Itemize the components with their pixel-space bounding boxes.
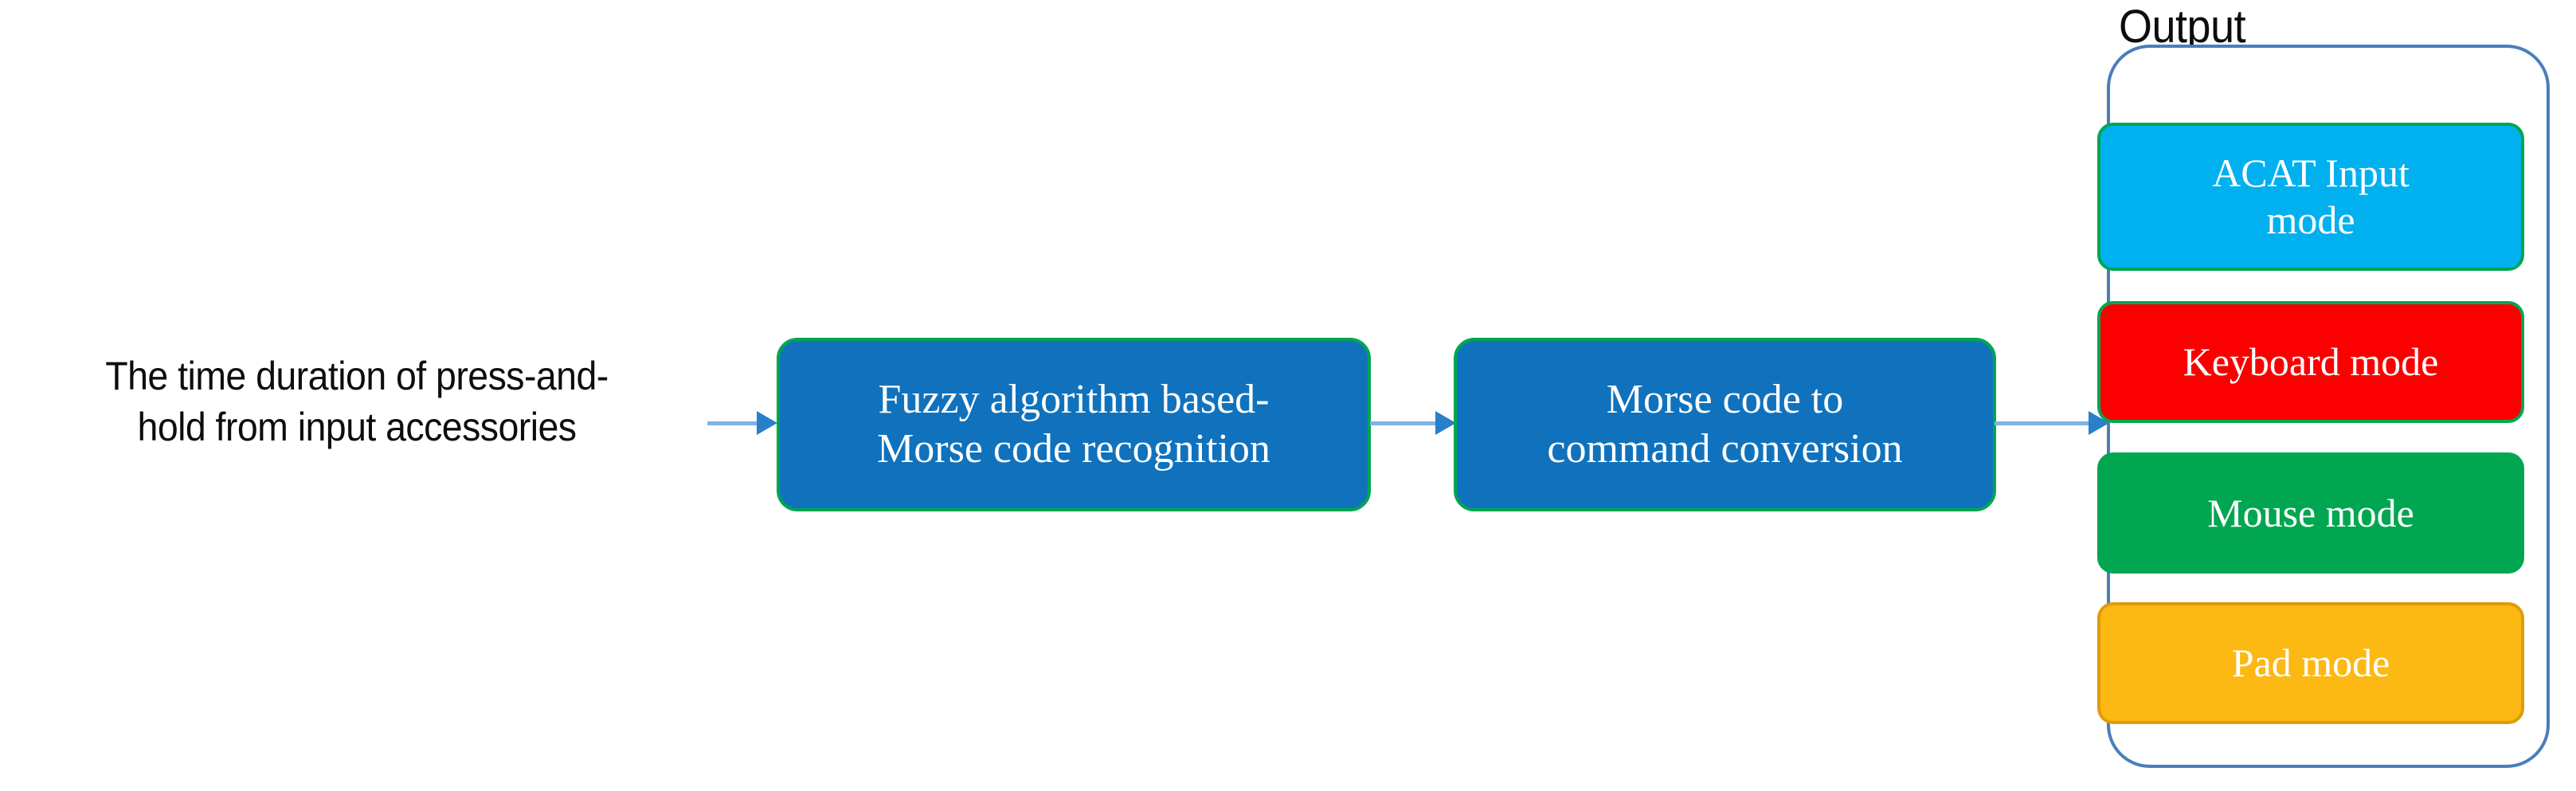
process-box-fuzzy-algorithm: Fuzzy algorithm based- Morse code recogn…	[777, 338, 1371, 511]
input-description-label: The time duration of press-and- hold fro…	[105, 354, 609, 449]
arrow-head-icon	[1435, 411, 1456, 435]
arrow-shaft	[707, 421, 758, 425]
arrow-input-to-step1	[707, 411, 779, 435]
arrow-shaft	[1370, 421, 1437, 425]
output-mode-keyboard: Keyboard mode	[2097, 301, 2524, 423]
process-box-command-conversion: Morse code to command conversion	[1454, 338, 1996, 511]
output-mode-mouse: Mouse mode	[2097, 452, 2524, 574]
arrow-head-icon	[757, 411, 777, 435]
output-mode-acat-input: ACAT Input mode	[2097, 123, 2524, 271]
arrow-step1-to-step2	[1370, 411, 1458, 435]
output-group-title: Output	[2119, 1, 2246, 53]
output-mode-pad: Pad mode	[2097, 602, 2524, 724]
arrow-step2-to-output	[1995, 411, 2111, 435]
arrow-shaft	[1995, 421, 2090, 425]
